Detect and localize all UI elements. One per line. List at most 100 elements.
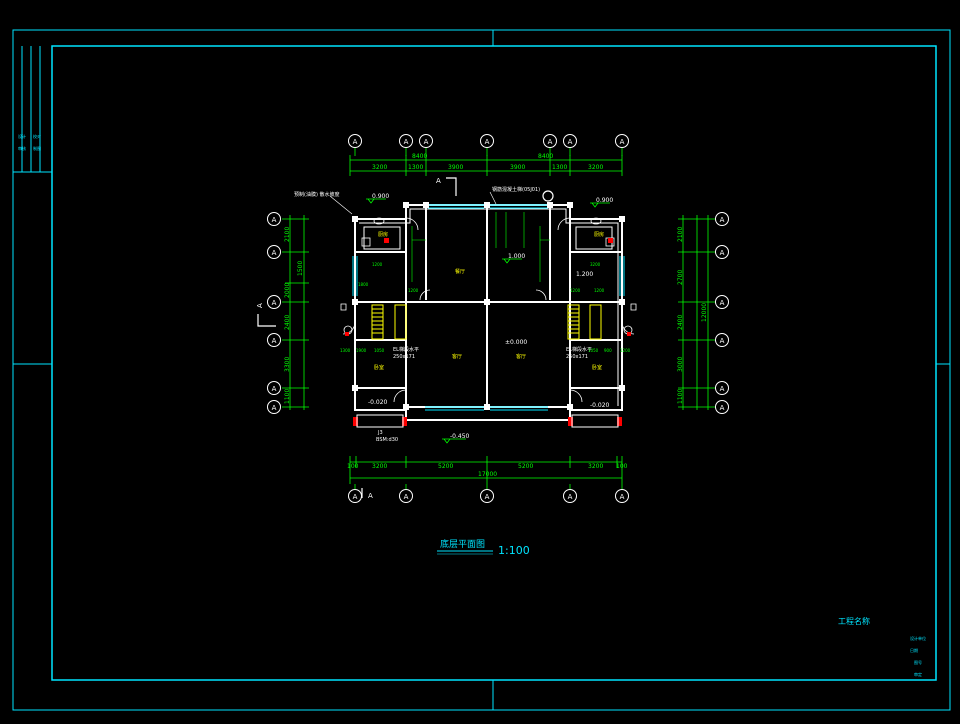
dim-left-seg: 2000 (284, 283, 291, 298)
dim-top-seg: 3900 (510, 164, 525, 171)
elevation: -0.020 (590, 402, 610, 409)
elevation: 1.000 (508, 253, 525, 260)
dim-right-seg: 2400 (677, 315, 684, 330)
dim-left-seg: 1500 (297, 261, 304, 276)
grid-label: A (272, 404, 277, 412)
svg-text:1300: 1300 (340, 348, 351, 353)
dim-top-overall: 8400 (538, 153, 553, 160)
dim-right-seg: 2100 (677, 227, 684, 242)
columns (352, 202, 625, 410)
red-fixtures (345, 238, 631, 336)
room-label: 客厅 (452, 353, 462, 360)
grid-label: A (568, 493, 573, 501)
dim-bottom-overall: 17000 (478, 471, 497, 478)
grid-label: A (720, 404, 725, 412)
grid-label: A (424, 138, 429, 146)
svg-text:制图: 制图 (33, 145, 41, 151)
room-label: 卧室 (592, 364, 602, 371)
dimension-text-left: 2100 1500 2000 2400 3300 1100 (284, 227, 304, 404)
grid-label: A (720, 337, 725, 345)
grid-label: A (272, 385, 277, 393)
sheet-outer-border (12, 29, 951, 711)
stair-dim-left: 250x171 (393, 354, 415, 360)
svg-text:1200: 1200 (594, 288, 605, 293)
elevation: 0.900 (596, 197, 613, 204)
section-markers (257, 177, 554, 498)
dim-top-seg: 1300 (408, 164, 423, 171)
stair-note-right: EL梯段水平 (566, 346, 592, 353)
grid-label: A (720, 249, 725, 257)
room-label: 卧室 (374, 364, 384, 371)
interior-details (411, 212, 550, 282)
grid-label: A (720, 299, 725, 307)
grid-label: A (548, 138, 553, 146)
project-label: 工程名称 (838, 616, 870, 626)
grid-label: A (568, 138, 573, 146)
section-label: A (436, 177, 441, 185)
grid-labels-right: A A A A A A (720, 216, 725, 412)
stair-left (371, 304, 407, 340)
svg-text:1050: 1050 (588, 348, 599, 353)
grid-label: A (485, 493, 490, 501)
grid-label: A (353, 138, 358, 146)
dim-top-seg: 3200 (372, 164, 387, 171)
door-swings (342, 217, 635, 403)
elevation: -0.020 (368, 399, 388, 406)
svg-text:1200: 1200 (620, 348, 631, 353)
grid-label: A (720, 385, 725, 393)
detail-label: J3 (377, 430, 383, 436)
dim-right-seg: 3000 (677, 357, 684, 372)
svg-text:1900: 1900 (356, 348, 367, 353)
leader-lines (329, 191, 497, 215)
titleblock-row: 设计单位 (910, 635, 926, 641)
elevation: 1.200 (576, 271, 593, 278)
grid-label: A (620, 138, 625, 146)
drawing-title: 底层平面图 (440, 538, 485, 550)
dim-bottom-seg: 5200 (518, 463, 533, 470)
grid-label: A (404, 138, 409, 146)
svg-text:审核: 审核 (18, 145, 26, 151)
svg-text:1050: 1050 (374, 348, 385, 353)
section-label: A (256, 303, 264, 308)
dim-left-seg: 1100 (284, 389, 291, 404)
grid-bubbles-right (715, 212, 729, 414)
annotations: 预制(油膜) 散水坡度 钢筋混凝土梯(05J01) EL梯段水平 250x171… (294, 186, 592, 443)
grid-labels-bottom: A A A A A (353, 493, 625, 501)
drawing-scale: 1:100 (498, 544, 530, 557)
dim-right-overall: 12000 (701, 303, 708, 322)
elevation: ±0.000 (505, 339, 527, 346)
dim-bottom-seg: 3200 (588, 463, 603, 470)
windows (352, 204, 625, 411)
grid-label: A (272, 249, 277, 257)
grid-bubbles-bottom (348, 489, 629, 503)
note-left: 预制(油膜) 散水坡度 (294, 191, 340, 198)
grid-label: A (353, 493, 358, 501)
fixtures (340, 217, 637, 335)
titleblock-row: 审定 (914, 671, 922, 677)
sheet-inner-border (51, 45, 937, 681)
stair-dim-right: 250x171 (566, 354, 588, 360)
grid-label: A (720, 216, 725, 224)
dim-bottom-seg: 100 (616, 463, 628, 470)
svg-text:1800: 1800 (358, 282, 369, 287)
section-labels: A A A (256, 177, 441, 500)
room-label: 厨房 (378, 231, 388, 238)
svg-text:1200: 1200 (408, 288, 419, 293)
grid-label: A (485, 138, 490, 146)
svg-text:校对: 校对 (33, 133, 41, 139)
note-top: 钢筋混凝土梯(05J01) (492, 186, 540, 193)
dim-bottom-seg: 3200 (372, 463, 387, 470)
grid-bubbles-left (267, 212, 281, 414)
dim-top-overall: 8400 (412, 153, 427, 160)
grid-bubbles-top (348, 134, 629, 148)
svg-text:900: 900 (604, 348, 612, 353)
elevation: 0.900 (372, 193, 389, 200)
dim-top-seg: 3200 (588, 164, 603, 171)
grid-labels-top: A A A A A A A (353, 138, 625, 146)
grid-label: A (404, 493, 409, 501)
dim-bottom-seg: 5200 (438, 463, 453, 470)
svg-text:1200: 1200 (372, 262, 383, 267)
